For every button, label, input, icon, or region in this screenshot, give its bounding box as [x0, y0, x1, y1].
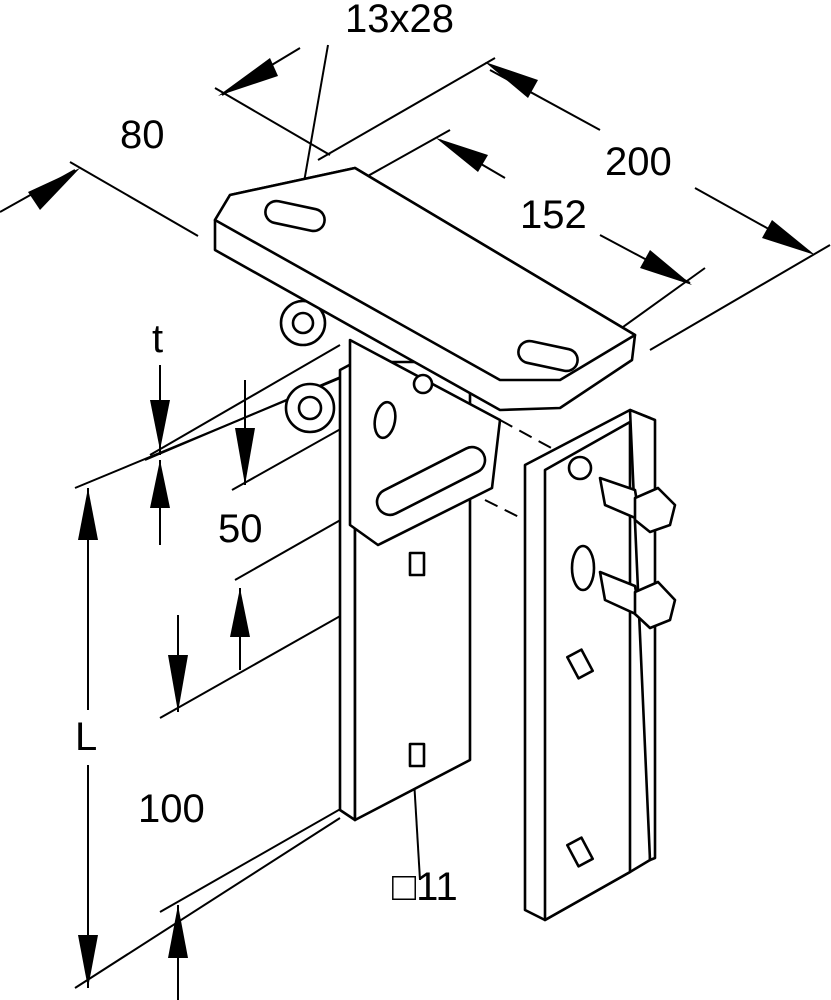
- channel-profile: [523, 408, 657, 922]
- vertical-plate: [348, 338, 502, 768]
- slot-size-label: 13x28: [345, 0, 454, 41]
- square-hole-label: □11: [392, 865, 458, 909]
- offset-100-label: 100: [138, 787, 205, 831]
- length-label: L: [75, 715, 97, 759]
- top-plate: [213, 166, 637, 412]
- plate-length-label: 200: [605, 140, 672, 184]
- nut-upper: [279, 299, 327, 347]
- bolt-lower: [598, 570, 677, 630]
- bolt-upper: [598, 476, 677, 534]
- offset-50-label: 50: [218, 507, 263, 551]
- plate-depth-label: 80: [120, 113, 165, 157]
- nut-lower: [284, 382, 336, 434]
- hole-spacing-label: 152: [520, 193, 587, 237]
- thickness-label: t: [152, 317, 163, 361]
- dimension-arrows: [28, 58, 815, 988]
